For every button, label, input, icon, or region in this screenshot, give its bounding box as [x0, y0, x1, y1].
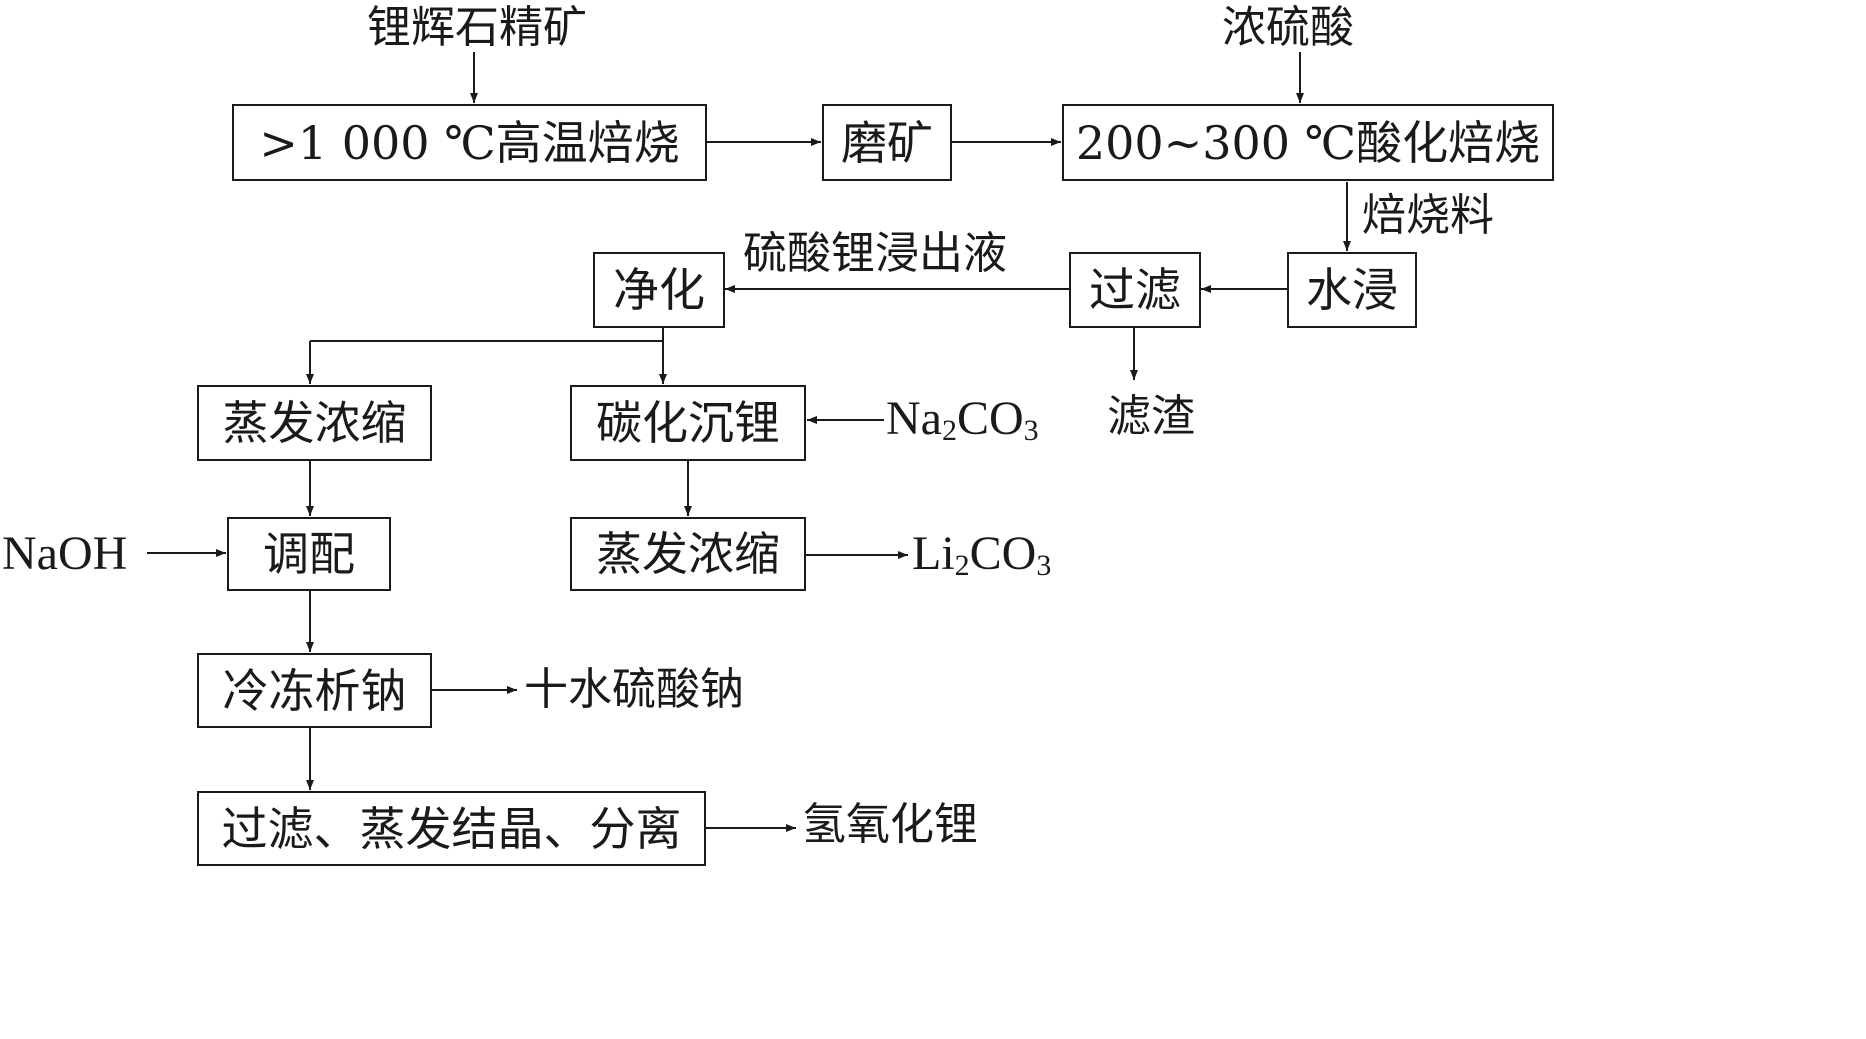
- process-flow-diagram: 锂辉石精矿 浓硫酸 NaOH Na2CO3 >1 000 ℃高温焙烧 磨矿 20…: [2, 2, 1554, 866]
- product-lithium-hydroxide: 氢氧化锂: [802, 799, 978, 850]
- step-water-leaching: 水浸: [1287, 252, 1417, 328]
- product-glauber-salt: 十水硫酸钠: [524, 664, 744, 715]
- input-na2co3: Na2CO3: [886, 392, 1039, 446]
- step-grinding: 磨矿: [822, 104, 952, 181]
- stream-roasted-material: 焙烧料: [1362, 190, 1494, 241]
- li2co3-sub1: 2: [954, 549, 970, 582]
- na2co3-base: Na: [886, 392, 942, 445]
- stream-lithium-sulfate-leachate: 硫酸锂浸出液: [743, 228, 1007, 279]
- step-high-temp-roasting: >1 000 ℃高温焙烧: [232, 104, 707, 181]
- li2co3-mid: CO: [969, 527, 1037, 580]
- input-naoh: NaOH: [2, 527, 128, 580]
- li2co3-sub2: 3: [1036, 549, 1052, 582]
- step-final-separation: 过滤、蒸发结晶、分离: [197, 791, 706, 866]
- step-purification: 净化: [593, 252, 725, 328]
- product-li2co3: Li2CO3: [912, 527, 1051, 581]
- input-spodumene-concentrate: 锂辉石精矿: [367, 2, 587, 53]
- input-concentrated-sulfuric-acid: 浓硫酸: [1222, 2, 1354, 53]
- step-acid-roasting: 200~300 ℃酸化焙烧: [1062, 104, 1554, 181]
- step-evaporation-left: 蒸发浓缩: [197, 385, 432, 461]
- step-blending: 调配: [227, 517, 391, 591]
- na2co3-mid: CO: [956, 392, 1024, 445]
- step-filtration: 过滤: [1069, 252, 1201, 328]
- na2co3-sub2: 3: [1023, 414, 1039, 447]
- stream-filter-residue: 滤渣: [1107, 391, 1195, 442]
- na2co3-sub1: 2: [941, 414, 957, 447]
- step-carbonation-precipitation: 碳化沉锂: [570, 385, 806, 461]
- step-evaporation-middle: 蒸发浓缩: [570, 517, 806, 591]
- flow-arrows: [147, 52, 1351, 832]
- step-freeze-crystallization: 冷冻析钠: [197, 653, 432, 728]
- li2co3-base: Li: [912, 527, 955, 580]
